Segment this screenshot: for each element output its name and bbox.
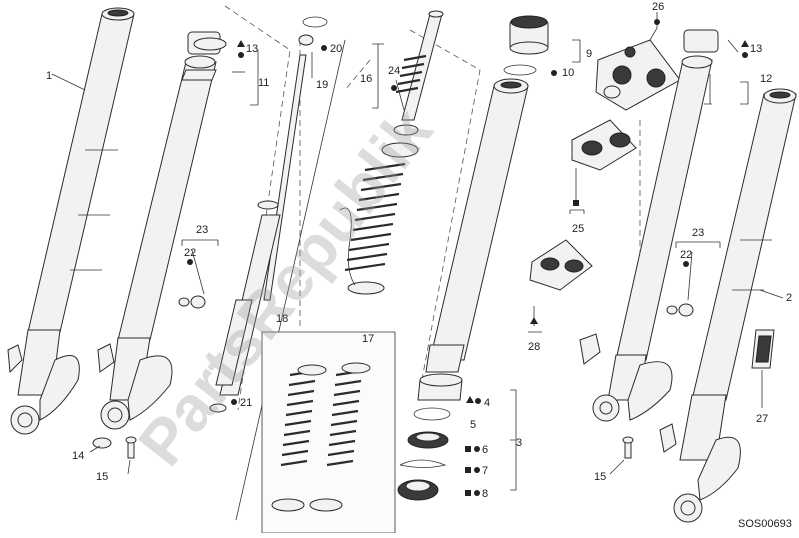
spring-preload-assembly xyxy=(381,10,444,158)
fork-slider-left xyxy=(97,31,221,430)
clamp-kit-26 xyxy=(595,39,681,111)
callout-15-left: 15 xyxy=(96,471,108,483)
dot-marker-icon xyxy=(321,45,327,51)
leader-lines xyxy=(51,12,784,491)
triangle-marker-icon xyxy=(466,396,474,403)
callout-22-right: 22 xyxy=(680,249,692,261)
callout-3: 3 xyxy=(516,437,522,449)
callout-12: 12 xyxy=(760,73,772,85)
dot-marker-icon xyxy=(683,261,689,267)
protector-pad-27 xyxy=(751,329,775,369)
dot-marker-icon xyxy=(551,70,557,76)
callout-4: 4 xyxy=(484,397,490,409)
callout-1: 1 xyxy=(46,70,52,82)
dot-marker-icon xyxy=(231,399,237,405)
callout-18: 18 xyxy=(276,313,288,325)
square-marker-icon xyxy=(465,490,471,496)
callout-22-left: 22 xyxy=(184,247,196,259)
callout-21: 21 xyxy=(240,397,252,409)
square-marker-icon xyxy=(573,200,579,206)
callout-labels: 1 2 3 4 5 6 7 8 9 10 11 12 13 13 14 15 1… xyxy=(46,1,792,500)
callout-11: 11 xyxy=(258,77,269,89)
square-marker-icon xyxy=(465,467,471,473)
callout-2: 2 xyxy=(786,292,792,304)
callout-13-left: 13 xyxy=(246,43,258,55)
square-marker-icon xyxy=(465,446,471,452)
callout-9: 9 xyxy=(586,48,592,60)
callout-25: 25 xyxy=(572,223,584,235)
callout-6: 6 xyxy=(482,444,488,456)
callout-7: 7 xyxy=(482,465,488,477)
spring-kit-box xyxy=(261,331,396,534)
callout-24: 24 xyxy=(388,65,400,77)
callout-20: 20 xyxy=(330,43,342,55)
small-hardware xyxy=(92,295,694,459)
callout-27: 27 xyxy=(756,413,768,425)
triangle-marker-icon xyxy=(530,317,538,324)
fork-outer-tube-left xyxy=(7,7,135,435)
callout-symbols xyxy=(187,19,749,496)
dot-marker-icon xyxy=(474,490,480,496)
fork-slider-right xyxy=(579,29,719,422)
callout-23-left: 23 xyxy=(196,224,208,236)
dot-marker-icon xyxy=(654,19,660,25)
dot-marker-icon xyxy=(238,52,244,58)
callout-28: 28 xyxy=(528,341,540,353)
clamp-kit-28 xyxy=(529,239,593,291)
callout-19: 19 xyxy=(316,79,328,91)
callout-5: 5 xyxy=(470,419,476,431)
clamp-kit-25 xyxy=(571,119,637,171)
diagram-code: SOS00693 xyxy=(738,518,792,530)
callout-15-right: 15 xyxy=(594,471,606,483)
callout-10: 10 xyxy=(562,67,574,79)
fork-outer-tube-right xyxy=(659,88,797,523)
dot-marker-icon xyxy=(187,259,193,265)
triangle-marker-icon xyxy=(741,40,749,47)
seal-kit xyxy=(397,373,463,501)
triangle-marker-icon xyxy=(237,40,245,47)
dot-marker-icon xyxy=(474,467,480,473)
callout-13-right: 13 xyxy=(750,43,762,55)
fork-slider-center xyxy=(425,78,529,373)
dot-marker-icon xyxy=(391,85,397,91)
callout-14: 14 xyxy=(72,450,84,462)
rod-18-line xyxy=(235,39,346,521)
damper-rod xyxy=(209,16,328,413)
callout-23-right: 23 xyxy=(692,227,704,239)
callout-26: 26 xyxy=(652,1,664,13)
callout-17: 17 xyxy=(362,333,374,345)
fork-spring xyxy=(339,162,406,295)
top-cap-center xyxy=(503,15,549,76)
callout-8: 8 xyxy=(482,488,488,500)
dot-marker-icon xyxy=(742,52,748,58)
callout-16: 16 xyxy=(360,73,372,85)
cap-nut-left xyxy=(193,37,227,51)
dot-marker-icon xyxy=(475,398,481,404)
dot-marker-icon xyxy=(474,446,480,452)
